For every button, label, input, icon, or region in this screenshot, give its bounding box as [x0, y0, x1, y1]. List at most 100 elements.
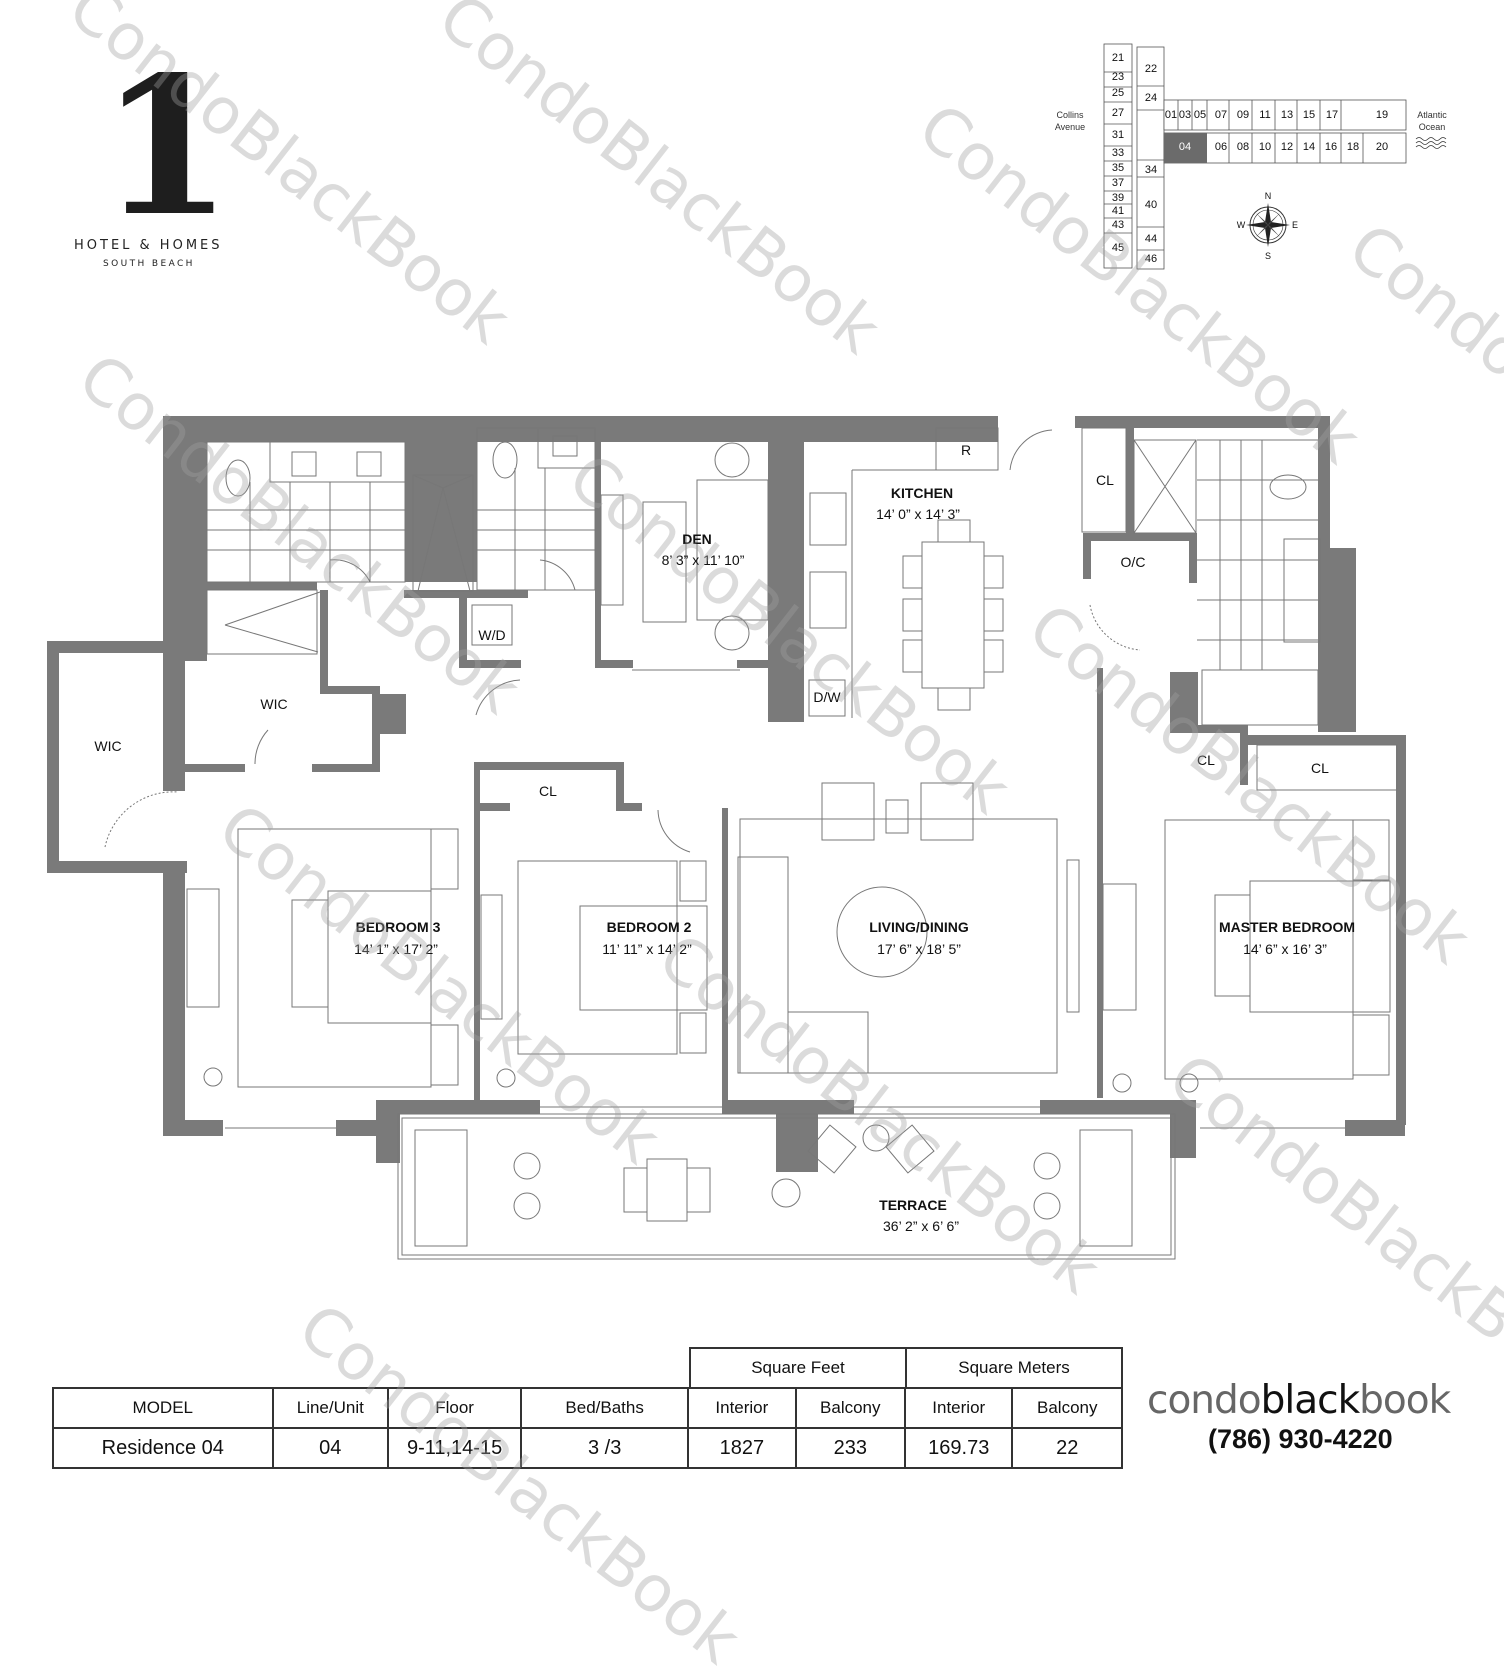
washer-dryer-label: W/D	[478, 627, 505, 643]
svg-text:Collins: Collins	[1056, 110, 1084, 120]
phone-number[interactable]: (786) 930-4220	[1208, 1424, 1393, 1454]
value-sqft-balcony: 233	[794, 1427, 907, 1469]
svg-text:10: 10	[1259, 141, 1271, 153]
value-sqm-balcony: 22	[1011, 1427, 1123, 1469]
svg-text:04: 04	[1179, 141, 1191, 153]
svg-text:46: 46	[1145, 253, 1157, 265]
svg-text:16: 16	[1325, 141, 1337, 153]
sqft-group-header: Square Feet	[689, 1347, 907, 1389]
room-bedroom2-name: BEDROOM 2	[607, 919, 692, 935]
room-kitchen-dim: 14’ 0” x 14’ 3”	[876, 506, 960, 522]
closet-entry-label: CL	[1096, 472, 1114, 488]
logo-title: HOTEL & HOMES	[74, 238, 223, 253]
closet-master-label: CL	[1311, 760, 1329, 776]
svg-text:07: 07	[1215, 109, 1227, 121]
watermark: CondoBlackBook	[284, 1290, 753, 1679]
value-line-unit: 04	[271, 1427, 390, 1469]
svg-text:15: 15	[1303, 109, 1315, 121]
header-model: MODEL	[52, 1387, 274, 1429]
ocean-waves-icon	[1415, 137, 1447, 149]
sqm-group-header: Square Meters	[905, 1347, 1123, 1389]
svg-text:03: 03	[1179, 109, 1191, 121]
svg-text:06: 06	[1215, 141, 1227, 153]
floor-plan: DEN 8’ 3” x 11’ 10” KITCHEN 14’ 0” x 14’…	[47, 416, 1406, 1260]
svg-text:17: 17	[1326, 109, 1338, 121]
svg-text:39: 39	[1112, 192, 1124, 204]
room-den-dim: 8’ 3” x 11’ 10”	[662, 552, 745, 568]
svg-text:Ocean: Ocean	[1419, 122, 1446, 132]
header-sqm-interior: Interior	[903, 1387, 1014, 1429]
svg-text:W: W	[1237, 220, 1246, 230]
header-sqft-interior: Interior	[687, 1387, 797, 1429]
svg-text:34: 34	[1145, 164, 1157, 176]
spec-table: MODEL Line/Unit Floor Bed/Baths Interior…	[52, 1387, 1123, 1469]
closet-bedroom2-label: CL	[539, 783, 557, 799]
room-kitchen-name: KITCHEN	[891, 485, 953, 501]
spec-value-row: Residence 04 04 9-11,14-15 3 /3 1827 233…	[52, 1427, 1123, 1469]
svg-text:45: 45	[1112, 242, 1124, 254]
value-model: Residence 04	[52, 1427, 274, 1469]
svg-text:35: 35	[1112, 162, 1124, 174]
logo-numeral: 1	[100, 35, 233, 258]
svg-text:12: 12	[1281, 141, 1293, 153]
svg-text:41: 41	[1112, 205, 1124, 217]
wic-center-label: WIC	[260, 696, 287, 712]
room-bedroom2-dim: 11’ 11” x 14’ 2”	[602, 941, 692, 957]
svg-text:37: 37	[1112, 177, 1124, 189]
dishwasher-label: D/W	[813, 689, 841, 705]
svg-text:31: 31	[1112, 129, 1124, 141]
value-bed-baths: 3 /3	[520, 1427, 690, 1469]
closet-master-small-label: CL	[1197, 752, 1215, 768]
plant-icon	[771, 1178, 801, 1208]
value-sqft-interior: 1827	[687, 1427, 797, 1469]
condoblackbook-logo: condoblackbook	[1147, 1378, 1451, 1423]
header-floor: Floor	[387, 1387, 523, 1429]
svg-text:E: E	[1292, 220, 1298, 230]
room-bedroom3-dim: 14’ 1” x 17’ 2”	[354, 941, 438, 957]
svg-text:Atlantic: Atlantic	[1417, 110, 1447, 120]
svg-text:11: 11	[1259, 109, 1270, 121]
room-living-dim: 17’ 6” x 18’ 5”	[877, 941, 961, 957]
area-group-header-table: Square Feet Square Meters	[689, 1347, 1123, 1389]
svg-text:24: 24	[1145, 92, 1157, 104]
svg-text:20: 20	[1376, 141, 1388, 153]
refrigerator-label: R	[961, 442, 971, 458]
svg-text:27: 27	[1112, 107, 1124, 119]
room-terrace-name: TERRACE	[879, 1197, 947, 1213]
svg-text:33: 33	[1112, 147, 1124, 159]
svg-text:21: 21	[1112, 52, 1124, 64]
room-master-name: MASTER BEDROOM	[1219, 919, 1355, 935]
header-bed-baths: Bed/Baths	[520, 1387, 690, 1429]
value-floor: 9-11,14-15	[387, 1427, 523, 1469]
svg-text:09: 09	[1237, 109, 1249, 121]
header-sqm-balcony: Balcony	[1011, 1387, 1123, 1429]
svg-text:40: 40	[1145, 199, 1157, 211]
highlighted-unit-04	[1164, 133, 1207, 163]
spec-header-row: MODEL Line/Unit Floor Bed/Baths Interior…	[52, 1387, 1123, 1429]
room-terrace-dim: 36’ 2” x 6’ 6”	[883, 1218, 959, 1234]
svg-text:25: 25	[1112, 87, 1124, 99]
svg-text:19: 19	[1376, 109, 1388, 121]
svg-text:N: N	[1265, 191, 1272, 201]
header-line-unit: Line/Unit	[271, 1387, 390, 1429]
svg-text:22: 22	[1145, 63, 1157, 75]
svg-text:13: 13	[1281, 109, 1293, 121]
room-master-dim: 14’ 6” x 16’ 3”	[1243, 941, 1327, 957]
room-den-name: DEN	[682, 531, 712, 547]
svg-text:14: 14	[1303, 141, 1315, 153]
owner-closet-label: O/C	[1121, 554, 1146, 570]
svg-text:Avenue: Avenue	[1055, 122, 1085, 132]
svg-text:01: 01	[1165, 109, 1177, 121]
svg-text:S: S	[1265, 251, 1271, 261]
room-bedroom3-name: BEDROOM 3	[356, 919, 441, 935]
svg-text:43: 43	[1112, 219, 1124, 231]
header-sqft-balcony: Balcony	[794, 1387, 907, 1429]
value-sqm-interior: 169.73	[903, 1427, 1014, 1469]
logo-subtitle: SOUTH BEACH	[103, 259, 195, 269]
svg-text:44: 44	[1145, 233, 1157, 245]
room-living-name: LIVING/DINING	[869, 919, 969, 935]
compass-rose-icon: N S E W	[1237, 191, 1298, 261]
svg-text:05: 05	[1194, 109, 1206, 121]
svg-text:18: 18	[1347, 141, 1359, 153]
svg-text:08: 08	[1237, 141, 1249, 153]
